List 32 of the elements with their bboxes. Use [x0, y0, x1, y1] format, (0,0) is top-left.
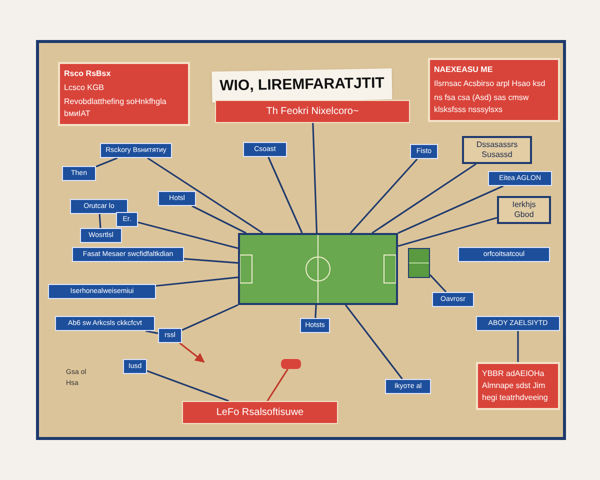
football-pitch-drawing [238, 233, 398, 305]
connector-line [266, 368, 288, 402]
info-card: YBBR adAEIOHa Almnape sdst Jim hegi teatrhdveeing [476, 362, 560, 410]
connector-line [517, 331, 519, 362]
connector-line [268, 156, 303, 234]
connector-line [146, 370, 230, 402]
connector-line [138, 222, 238, 250]
connector-line [184, 258, 238, 264]
note-box: Dssasassrs Susassd [462, 136, 532, 164]
mini-pitch-drawing [408, 248, 430, 278]
connector-line [350, 158, 418, 234]
heading-bar: LeFo Rsalsoftisuwe [182, 401, 338, 424]
connector-line [312, 122, 318, 234]
note-box: Ierkhjs Gbod [497, 196, 551, 224]
connector-line [156, 276, 238, 287]
connector-line [182, 304, 238, 331]
connector-line [429, 274, 447, 293]
connector-line [98, 214, 102, 228]
connector-line [192, 205, 246, 234]
connector-line [344, 304, 403, 380]
connector-line [96, 157, 118, 168]
connector-line [398, 216, 498, 247]
connector-line [179, 342, 205, 363]
info-card: Rsco RsBsx Lcsco KGB Revobdlatthefing soHnkfhgla bмиIAT [58, 62, 190, 126]
connector-line [147, 157, 264, 234]
connector-line [372, 163, 476, 234]
marker-bar [281, 359, 301, 369]
connector-line [398, 185, 504, 234]
heading-bar: Th Feokri Nixelcoro~ [215, 100, 410, 123]
info-card: NAEXEASU ME Ilsrnsac Acsbirso arpl Hsao ksd ns fsa csa (Asd) sas cmsw klsksfsss nsssylsxs [428, 58, 560, 122]
connector-line [145, 330, 158, 334]
connector-line [314, 304, 317, 318]
